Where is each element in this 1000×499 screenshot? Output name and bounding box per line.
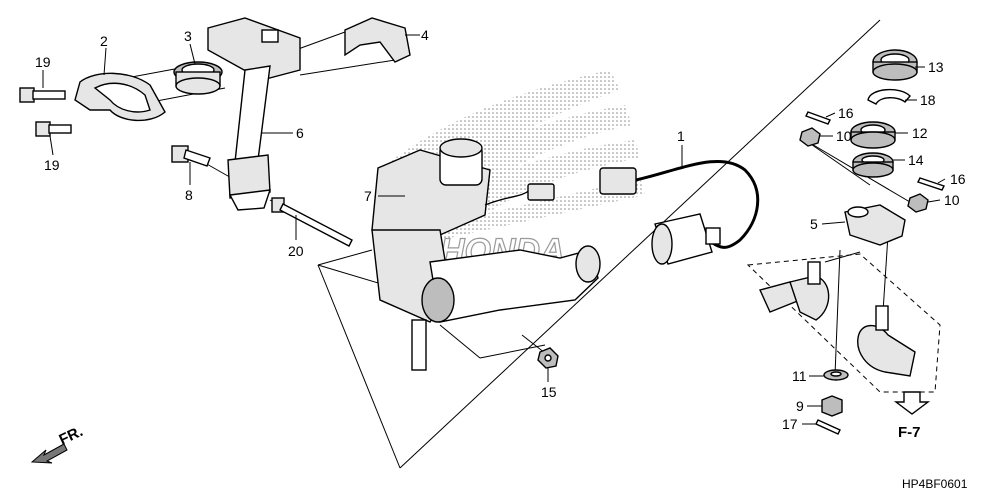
callout-6: 6 [296, 125, 304, 141]
nut-10-upper [799, 127, 821, 147]
eps-unit-7 [371, 138, 601, 371]
seal-3 [173, 61, 223, 95]
arm-5 [844, 204, 906, 246]
bolt-19-upper [19, 87, 66, 103]
washer-11 [823, 369, 849, 381]
sensor-harness-1 [599, 159, 760, 265]
leader-lines [42, 34, 946, 425]
tie-rod-box [746, 253, 941, 393]
callout-10b: 10 [944, 192, 960, 208]
callout-19b: 19 [44, 157, 60, 173]
cotter-pin-16-lower [917, 177, 945, 191]
tie-rod-end-left [759, 261, 830, 321]
bolt-8 [171, 145, 211, 167]
long-bolt-20 [271, 197, 353, 247]
cotter-pin-17 [815, 419, 841, 435]
callout-10a: 10 [836, 128, 852, 144]
callout-8: 8 [185, 187, 193, 203]
callout-labels: 1 2 3 4 5 6 7 8 9 10 10 11 12 13 14 15 1… [35, 27, 966, 432]
reference-label: F-7 [898, 424, 921, 441]
steering-shaft-6 [207, 17, 301, 211]
holder-4 [344, 17, 411, 63]
callout-4: 4 [421, 27, 429, 43]
callout-15: 15 [541, 384, 557, 400]
callout-16b: 16 [950, 171, 966, 187]
callout-17: 17 [782, 416, 798, 432]
circlip-18 [867, 89, 911, 105]
callout-9: 9 [796, 398, 804, 414]
cotter-pin-16-upper [805, 111, 831, 125]
f7-arrow-icon [893, 391, 931, 415]
bearing-12 [850, 121, 896, 149]
front-indicator-label: FR. [57, 423, 86, 449]
bolt-19-lower [35, 121, 72, 137]
callout-1: 1 [677, 128, 685, 144]
callout-14: 14 [908, 152, 924, 168]
callout-7: 7 [364, 188, 372, 204]
nut-15 [537, 347, 559, 369]
diagram-code: HP4BF0601 [902, 477, 968, 491]
callout-20: 20 [288, 243, 304, 259]
callout-2: 2 [100, 33, 108, 49]
callout-16a: 16 [838, 105, 854, 121]
callout-12: 12 [912, 125, 928, 141]
nut-9 [821, 395, 843, 417]
callout-3: 3 [184, 28, 192, 44]
tie-rod-end-right [857, 305, 916, 377]
callout-5: 5 [810, 216, 818, 232]
callout-18: 18 [920, 92, 936, 108]
clamp-bracket-2 [74, 72, 166, 122]
seal-14 [852, 152, 894, 178]
seal-13 [872, 49, 918, 81]
callout-13: 13 [928, 59, 944, 75]
nut-10-lower [907, 193, 929, 213]
callout-11: 11 [792, 368, 807, 384]
callout-19a: 19 [35, 54, 51, 70]
front-arrow-icon [30, 443, 68, 464]
